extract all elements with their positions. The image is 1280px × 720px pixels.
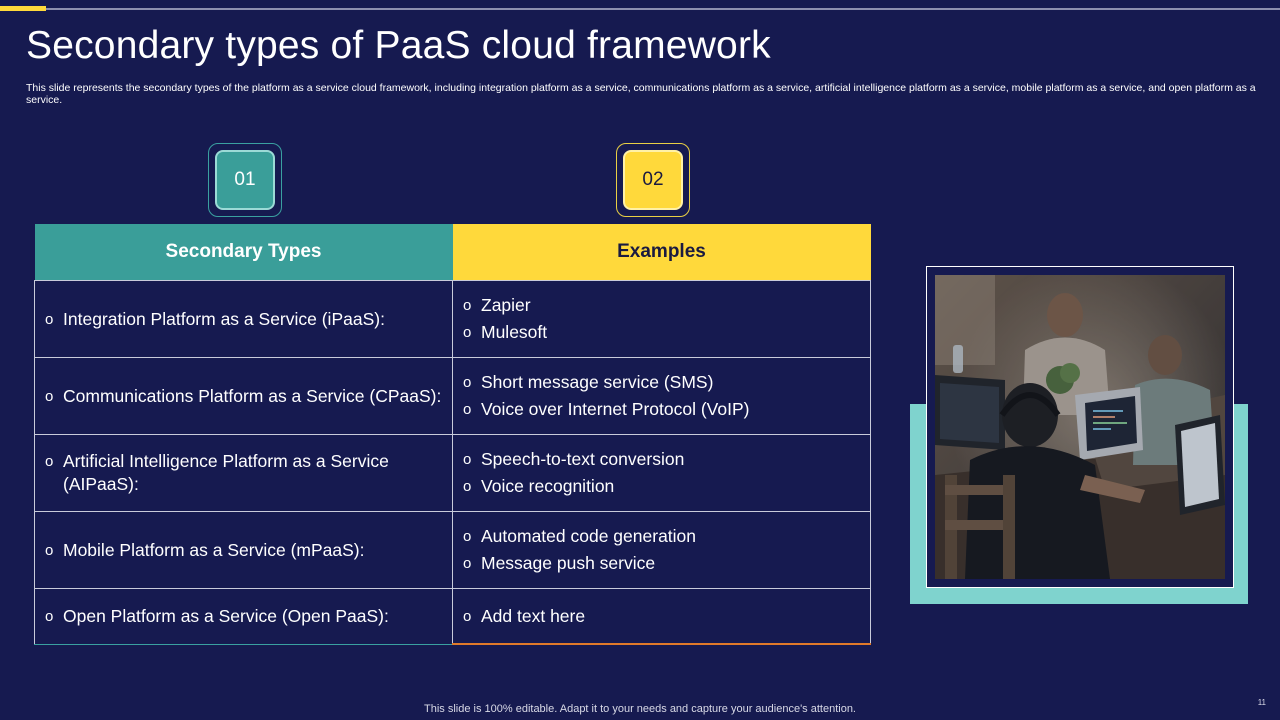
examples-cell: o Add text here xyxy=(452,588,871,645)
people-working-on-laptops-photo-icon xyxy=(935,275,1225,579)
type-cell: o Communications Platform as a Service (C… xyxy=(34,357,453,435)
example-label: Voice over Internet Protocol (VoIP) xyxy=(481,399,750,419)
badge-01: 01 xyxy=(208,143,282,217)
table-row: o Artificial Intelligence Platform as a S… xyxy=(34,434,871,512)
table-row: o Open Platform as a Service (Open PaaS):… xyxy=(34,588,871,645)
bullet-icon: o xyxy=(45,387,54,405)
type-cell: o Mobile Platform as a Service (mPaaS): xyxy=(34,511,453,589)
type-label: Integration Platform as a Service (iPaaS… xyxy=(63,308,385,329)
bullet-icon: o xyxy=(463,528,472,545)
bullet-icon: o xyxy=(463,555,472,572)
badge-02-label: 02 xyxy=(623,150,683,210)
bullet-icon: o xyxy=(45,541,54,559)
type-label: Mobile Platform as a Service (mPaaS): xyxy=(63,539,365,560)
bullet-icon: o xyxy=(45,453,54,470)
example-label: Voice recognition xyxy=(481,476,615,496)
type-cell: o Artificial Intelligence Platform as a S… xyxy=(34,434,453,512)
badge-02: 02 xyxy=(616,143,690,217)
example-label: Mulesoft xyxy=(481,322,548,342)
bullet-icon: o xyxy=(463,401,472,418)
top-divider xyxy=(0,8,1280,10)
bullet-icon: o xyxy=(463,324,472,341)
example-label: Add text here xyxy=(481,605,586,626)
type-label: Artificial Intelligence Platform as a Se… xyxy=(63,451,389,494)
example-label: Speech-to-text conversion xyxy=(481,449,685,469)
bullet-icon: o xyxy=(463,374,472,391)
page-number: 11 xyxy=(1257,698,1266,707)
table-header-row: Secondary Types Examples xyxy=(34,224,871,281)
header-secondary-types: Secondary Types xyxy=(34,224,453,281)
header-examples: Examples xyxy=(452,224,871,281)
type-label: Open Platform as a Service (Open PaaS): xyxy=(63,605,389,626)
example-label: Automated code generation xyxy=(481,526,697,546)
photo-frame xyxy=(926,266,1234,588)
type-cell: o Integration Platform as a Service (iPaa… xyxy=(34,280,453,358)
top-accent-bar xyxy=(0,6,46,11)
bullet-icon: o xyxy=(45,310,54,328)
slide-subtitle: This slide represents the secondary type… xyxy=(26,82,1256,106)
bullet-icon: o xyxy=(463,478,472,495)
example-label: Short message service (SMS) xyxy=(481,372,714,392)
bullet-icon: o xyxy=(45,607,54,625)
bullet-icon: o xyxy=(463,607,472,625)
type-cell: o Open Platform as a Service (Open PaaS): xyxy=(34,588,453,645)
slide-title: Secondary types of PaaS cloud framework xyxy=(26,24,771,67)
example-label: Zapier xyxy=(481,295,531,315)
example-label: Message push service xyxy=(481,553,656,573)
type-label: Communications Platform as a Service (CP… xyxy=(63,385,442,406)
footer-note: This slide is 100% editable. Adapt it to… xyxy=(424,703,856,715)
bullet-icon: o xyxy=(463,297,472,314)
badge-01-label: 01 xyxy=(215,150,275,210)
bullet-icon: o xyxy=(463,451,472,468)
